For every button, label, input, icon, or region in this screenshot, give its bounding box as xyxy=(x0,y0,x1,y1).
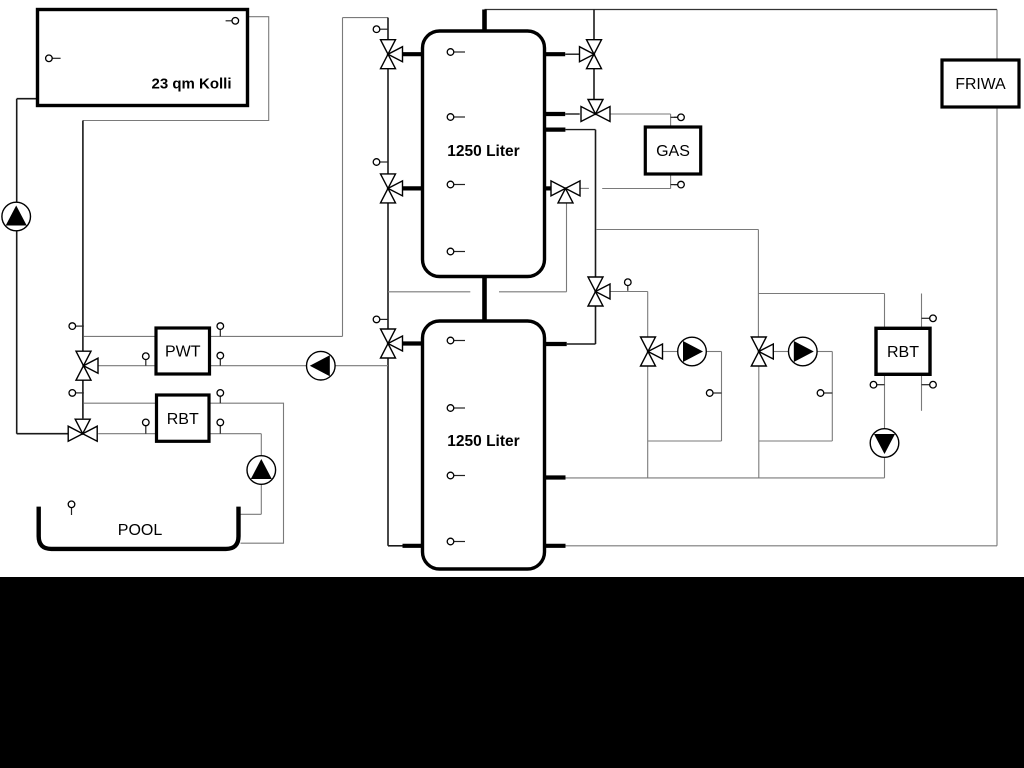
svg-text:FRIWA: FRIWA xyxy=(955,76,1006,93)
svg-text:RBT: RBT xyxy=(887,344,919,361)
svg-text:1250 Liter: 1250 Liter xyxy=(447,143,519,160)
svg-text:POOL: POOL xyxy=(118,522,163,539)
svg-text:RBT: RBT xyxy=(167,411,199,428)
svg-text:PWT: PWT xyxy=(165,344,201,361)
svg-text:GAS: GAS xyxy=(656,143,690,160)
svg-text:23 qm Kolli: 23 qm Kolli xyxy=(151,76,231,93)
svg-text:1250 Liter: 1250 Liter xyxy=(447,433,519,450)
